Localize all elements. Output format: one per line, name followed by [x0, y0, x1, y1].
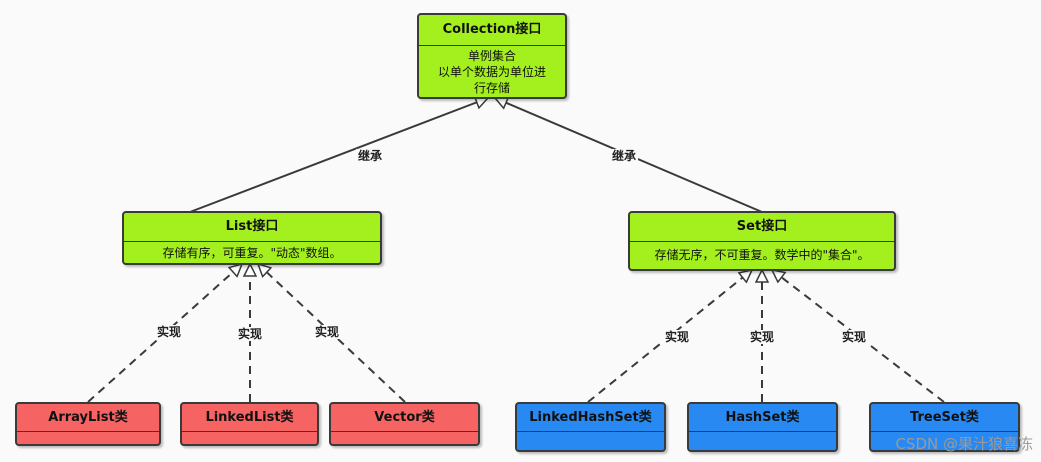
- implement-label-linkedlist: 实现: [236, 327, 265, 341]
- implement-label-arraylist: 实现: [155, 325, 184, 339]
- implement-label-vector: 实现: [313, 325, 342, 339]
- arraylist-class-node: ArrayList类: [15, 402, 161, 446]
- collection-description: 单例集合 以单个数据为单位进 行存储: [419, 46, 565, 97]
- list-interface-node: List接口 存储有序，可重复。"动态"数组。: [122, 211, 382, 265]
- treeset-title: TreeSet类: [871, 404, 1018, 432]
- set-description: 存储无序，不可重复。数学中的"集合"。: [654, 248, 870, 262]
- collection-desc-line: 单例集合: [467, 49, 516, 63]
- implement-label-linkedhashset: 实现: [663, 330, 692, 344]
- hashset-title: HashSet类: [689, 404, 836, 432]
- edge-list-to-collection: [189, 98, 488, 213]
- collection-title: Collection接口: [419, 15, 565, 46]
- arraylist-title: ArrayList类: [17, 404, 159, 432]
- list-description: 存储有序，可重复。"动态"数组。: [162, 246, 342, 260]
- inherit-label-right: 继承: [610, 149, 639, 163]
- implement-label-hashset: 实现: [748, 330, 777, 344]
- list-title: List接口: [124, 213, 380, 242]
- implement-label-treeset: 实现: [840, 330, 869, 344]
- linkedhashset-class-node: LinkedHashSet类: [515, 402, 666, 452]
- set-title: Set接口: [630, 213, 894, 242]
- inherit-label-left: 继承: [356, 149, 385, 163]
- set-interface-node: Set接口 存储无序，不可重复。数学中的"集合"。: [628, 211, 896, 271]
- hashset-class-node: HashSet类: [687, 402, 838, 452]
- vector-class-node: Vector类: [329, 402, 480, 446]
- collection-desc-line: 以单个数据为单位进: [437, 65, 546, 79]
- vector-title: Vector类: [331, 404, 478, 432]
- collection-interface-node: Collection接口 单例集合 以单个数据为单位进 行存储: [417, 13, 567, 99]
- collection-desc-line: 行存储: [473, 81, 510, 95]
- linkedlist-title: LinkedList类: [182, 404, 317, 432]
- linkedlist-class-node: LinkedList类: [180, 402, 319, 446]
- treeset-class-node: TreeSet类: [869, 402, 1020, 452]
- linkedhashset-title: LinkedHashSet类: [517, 404, 664, 432]
- watermark-text: CSDN @果汁狼喜冻: [895, 435, 1033, 453]
